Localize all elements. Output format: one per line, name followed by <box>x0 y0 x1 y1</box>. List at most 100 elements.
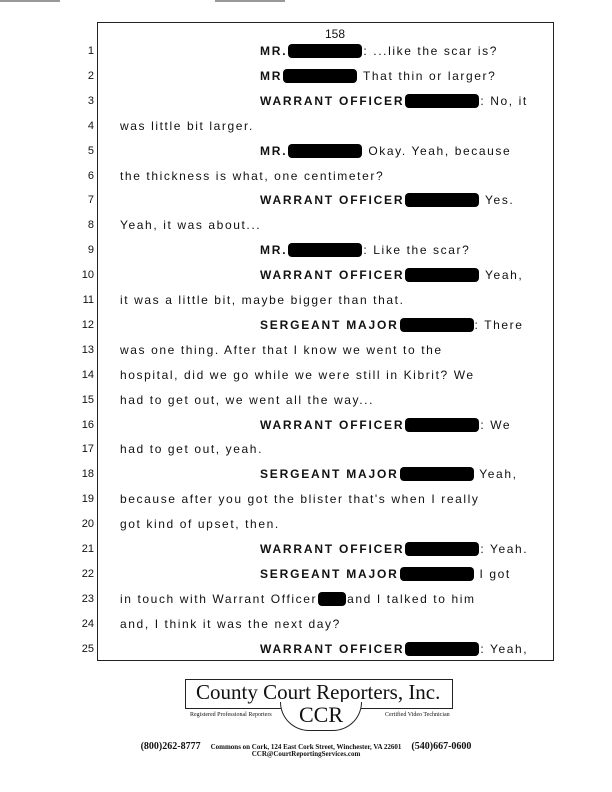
line-text: hospital, did we go while we were still … <box>120 367 475 382</box>
transcript-line: WARRANT OFFICER : We <box>260 417 512 432</box>
line-text: : Yeah, <box>480 641 529 656</box>
transcript-line: WARRANT OFFICER: Yeah. <box>260 542 528 556</box>
line-number: 9 <box>87 244 94 257</box>
redaction-bar <box>399 566 474 581</box>
redaction-bar <box>405 93 480 108</box>
transcript-line: was little bit larger. <box>120 119 254 133</box>
speaker-label: WARRANT OFFICER <box>260 268 405 283</box>
line-text: it was a little bit, maybe bigger than t… <box>120 293 405 307</box>
line-number: 24 <box>81 617 94 630</box>
line-text: had to get out, yeah. <box>120 442 264 457</box>
redaction-bar <box>288 243 363 258</box>
redaction-bar <box>318 591 347 606</box>
line-number: 18 <box>81 468 94 481</box>
company-abbr: CCR <box>280 702 362 731</box>
redaction-bar <box>283 68 358 83</box>
contact-line: (800)262-8777 Commons on Cork, 124 East … <box>0 736 612 754</box>
line-number: 11 <box>82 294 94 306</box>
line-text: : ...like the scar is? <box>363 44 498 58</box>
transcript-line: it was a little bit, maybe bigger than t… <box>120 293 405 307</box>
speaker-label: WARRANT OFFICER <box>260 542 405 556</box>
line-text: Yeah, <box>474 467 518 482</box>
line-text: Yeah, <box>480 268 524 283</box>
redaction-bar <box>288 143 363 158</box>
transcript-line: SERGEANT MAJOR I got <box>260 566 511 581</box>
line-number: 16 <box>81 418 94 431</box>
transcript-line: had to get out, yeah. <box>120 442 263 456</box>
transcript-line: WARRANT OFFICER: No, it <box>260 93 528 108</box>
line-number: 6 <box>87 169 94 182</box>
redaction-bar <box>288 44 363 58</box>
line-text: Yeah, it was about... <box>120 218 262 233</box>
line-text: Yes. <box>480 193 515 208</box>
line-number: 20 <box>81 518 94 531</box>
phone-local: (540)667-0600 <box>411 741 472 752</box>
line-number: 8 <box>87 219 94 232</box>
line-number: 14 <box>81 368 94 381</box>
line-text: That thin or larger? <box>358 68 497 83</box>
line-number: 17 <box>81 443 94 456</box>
redaction-bar <box>405 641 480 656</box>
line-number: 13 <box>81 343 94 356</box>
transcript-line: got kind of upset, then. <box>120 517 280 531</box>
line-number: 15 <box>81 393 94 406</box>
transcript-line: MR.: Like the scar? <box>260 243 470 258</box>
redaction-bar <box>405 268 480 283</box>
line-text: and, I think it was the next day? <box>120 616 341 631</box>
scan-mark <box>0 0 60 2</box>
transcript-line: had to get out, we went all the way... <box>120 393 374 407</box>
transcript-line: WARRANT OFFICER : Yeah, <box>260 641 529 656</box>
speaker-label: WARRANT OFFICER <box>260 193 405 208</box>
transcript-line: WARRANT OFFICER Yes. <box>260 193 515 208</box>
speaker-label: WARRANT OFFICER <box>260 641 405 656</box>
line-number: 2 <box>87 69 94 82</box>
line-text: was one thing. After that I know we went… <box>120 342 443 357</box>
transcript-line: SERGEANT MAJOR : There <box>260 317 524 332</box>
line-text: was little bit larger. <box>120 118 254 133</box>
line-number: 4 <box>87 119 94 132</box>
speaker-label: MR. <box>260 243 288 258</box>
speaker-label: MR. <box>260 44 288 58</box>
transcript-line: MR. Okay. Yeah, because <box>260 143 512 158</box>
transcript-line: in touch with Warrant Officer and I talke… <box>120 591 476 606</box>
transcript-line: Yeah, it was about... <box>120 218 261 232</box>
line-text: : No, it <box>480 93 528 108</box>
line-text: had to get out, we went all the way... <box>120 392 375 407</box>
transcript-line: the thickness is what, one centimeter? <box>120 169 384 183</box>
line-number: 25 <box>81 642 94 655</box>
line-text: : There <box>474 317 524 332</box>
line-text: in touch with Warrant Officer <box>120 591 318 606</box>
line-number: 12 <box>81 318 94 331</box>
line-number: 21 <box>81 543 94 555</box>
transcript-line: and, I think it was the next day? <box>120 617 341 631</box>
phone-tollfree: (800)262-8777 <box>140 741 201 752</box>
page-number: 158 <box>325 27 346 41</box>
right-tagline: Certified Video Technician <box>385 712 450 718</box>
left-tagline: Registered Professional Reporters <box>190 712 272 718</box>
line-number: 7 <box>87 194 94 207</box>
line-number: 22 <box>81 567 94 580</box>
line-text: got kind of upset, then. <box>120 517 280 532</box>
address: Commons on Cork, 124 East Cork Street, W… <box>210 743 402 751</box>
line-number: 19 <box>81 493 94 506</box>
line-text: and I talked to him <box>347 591 476 606</box>
speaker-label: SERGEANT MAJOR <box>260 566 399 581</box>
speaker-label: MR <box>260 68 283 83</box>
redaction-bar <box>399 467 474 482</box>
transcript-line: SERGEANT MAJOR Yeah, <box>260 467 518 482</box>
line-number: 10 <box>81 269 94 282</box>
line-text: because after you got the blister that's… <box>120 492 480 507</box>
line-text: Okay. Yeah, because <box>363 143 512 158</box>
redaction-bar <box>399 317 474 332</box>
line-number: 5 <box>87 144 94 157</box>
speaker-label: SERGEANT MAJOR <box>260 467 399 482</box>
speaker-label: SERGEANT MAJOR <box>260 317 399 332</box>
redaction-bar <box>405 193 480 208</box>
email: CCR@CourtReportingServices.com <box>251 750 361 758</box>
redaction-bar <box>405 542 480 556</box>
line-number: 3 <box>87 94 94 107</box>
scan-mark <box>215 0 285 2</box>
speaker-label: WARRANT OFFICER <box>260 417 405 432</box>
line-text: : We <box>480 417 512 432</box>
